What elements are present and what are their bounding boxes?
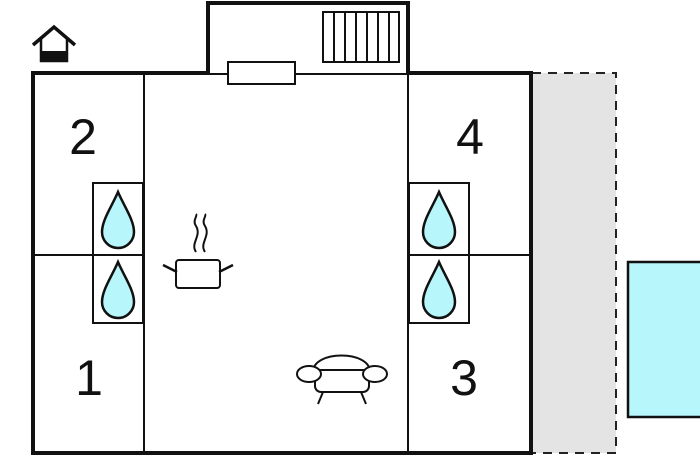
house-icon: [31, 24, 77, 63]
room-label-4: 4: [456, 109, 484, 165]
room-label-1: 1: [75, 350, 103, 406]
water-drop-icon: [421, 188, 457, 250]
pool-icon: [626, 260, 700, 419]
sofa-icon: [296, 354, 388, 405]
water-drop-icon: [421, 258, 457, 320]
stairs-icon: [322, 11, 400, 63]
bathroom-right: [408, 182, 470, 324]
water-drop-icon: [100, 188, 136, 250]
water-drop-icon: [100, 258, 136, 320]
room-label-2: 2: [69, 109, 97, 165]
room-label-3: 3: [450, 350, 478, 406]
cooking-pot-icon: [162, 213, 234, 289]
terrace: [531, 72, 617, 454]
radiator-icon: [227, 61, 296, 85]
bathroom-left: [92, 182, 144, 324]
